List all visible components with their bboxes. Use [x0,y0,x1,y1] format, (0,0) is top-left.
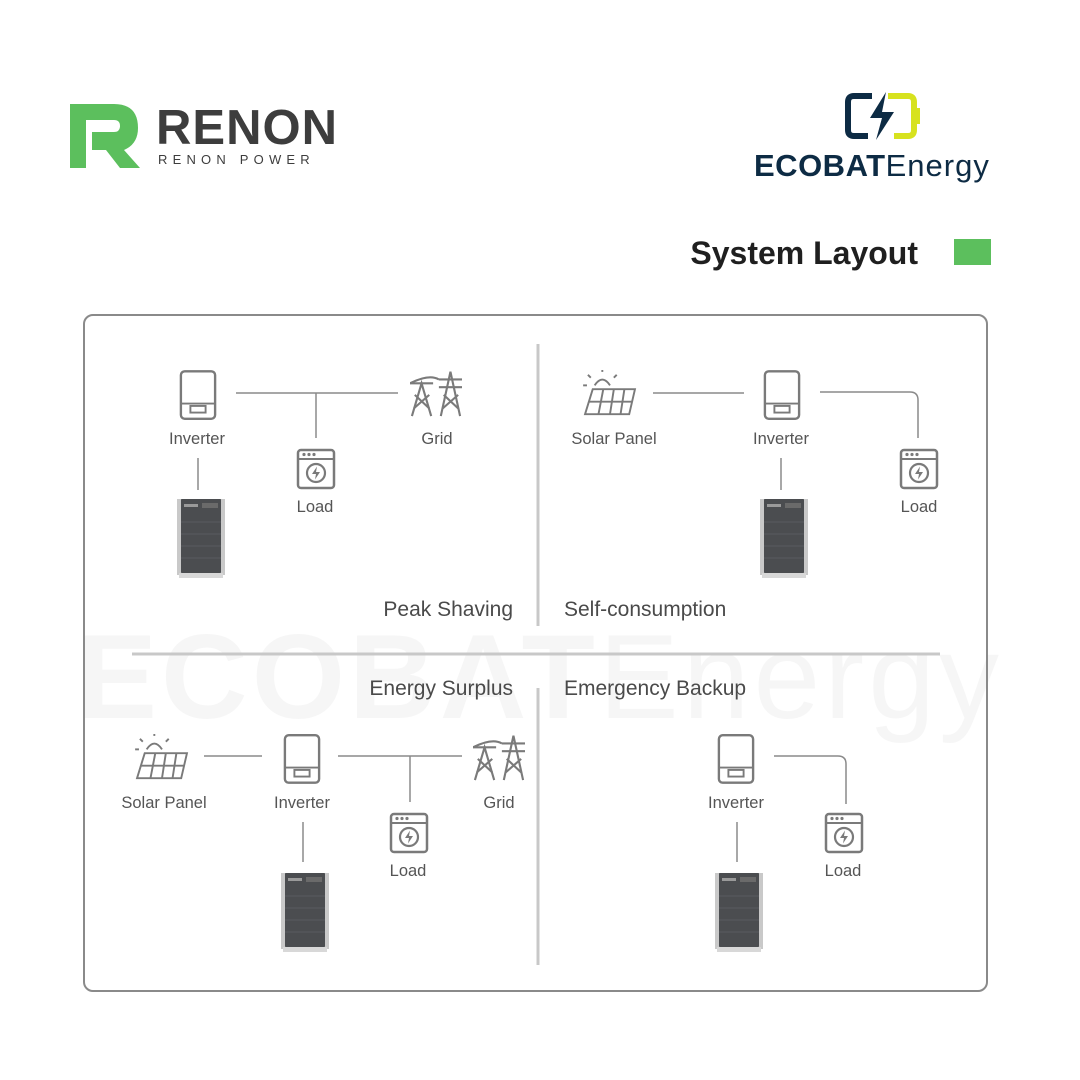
inverter-icon [179,370,217,420]
page-title: System Layout [690,235,918,271]
inverter-icon [283,734,321,784]
grid-tower-icon [473,734,525,782]
renon-logo-icon [70,104,140,168]
label-load: Load [389,862,427,880]
label-inverter: Inverter [274,794,330,812]
label-load: Load [824,862,862,880]
label-load: Load [900,498,938,516]
label-load: Load [296,498,334,516]
renon-tagline: RENON POWER [158,152,315,167]
load-icon [296,448,336,490]
battery-icon [280,872,330,953]
ecobat-wordmark-light: Energy [885,148,990,183]
label-solar-panel: Solar Panel [121,794,207,812]
renon-wordmark: RENON [156,101,338,155]
scenario-title-emergency-backup: Emergency Backup [564,677,747,700]
solar-panel-icon [582,370,636,416]
load-icon [899,448,939,490]
grid-tower-icon [410,370,462,418]
ecobat-wordmark: ECOBATEnergy [754,148,990,184]
load-icon [824,812,864,854]
battery-icon [714,872,764,953]
load-icon [389,812,429,854]
label-grid: Grid [483,794,515,812]
scenario-title-peak-shaving: Peak Shaving [383,598,513,621]
scenario-title-energy-surplus: Energy Surplus [369,677,513,700]
diagram-frame [83,314,988,992]
label-inverter: Inverter [753,430,809,448]
battery-icon [176,498,226,579]
label-grid: Grid [421,430,453,448]
ecobat-wordmark-bold: ECOBAT [754,148,886,183]
battery-icon [759,498,809,579]
solar-panel-icon [134,734,188,780]
ecobat-battery-icon [845,92,920,140]
label-inverter: Inverter [708,794,764,812]
title-accent-swatch [954,239,991,265]
scenario-title-self-consumption: Self-consumption [564,598,727,621]
inverter-icon [717,734,755,784]
label-inverter: Inverter [169,430,225,448]
label-solar-panel: Solar Panel [571,430,657,448]
inverter-icon [763,370,801,420]
